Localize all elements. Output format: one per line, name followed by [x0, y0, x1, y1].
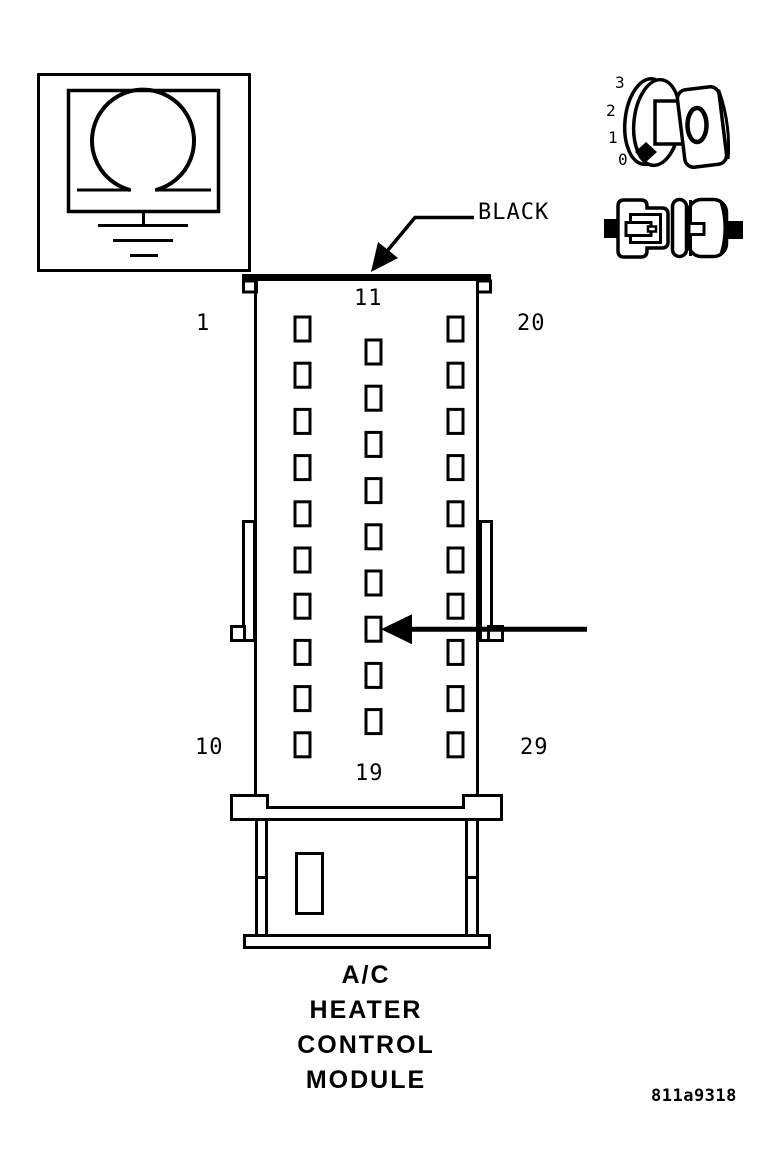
- ground-hatch-icon: [98, 224, 188, 257]
- ground-symbol: [37, 73, 251, 272]
- pin-cavity-12: [364, 384, 383, 412]
- pin-cavity-4: [293, 454, 312, 482]
- pin-cavity-29: [446, 731, 465, 759]
- pin-cavity-13: [364, 430, 383, 458]
- female-connector-rim: [719, 201, 727, 255]
- right-wire-stub: [727, 221, 743, 239]
- pointer-arrowhead-icon: [381, 614, 412, 645]
- right-mount-leg: [465, 820, 479, 935]
- figure-code: 811a9318: [651, 1086, 737, 1106]
- left-mount-leg: [255, 820, 268, 935]
- omega-loop-icon: [90, 87, 196, 192]
- connector-side-view: [604, 197, 743, 259]
- pin-cavity-19: [364, 708, 383, 736]
- pin-cavity-1: [293, 315, 312, 343]
- female-latch-slot: [687, 222, 706, 236]
- dial-position-label-1: 1: [608, 128, 618, 147]
- female-connector-rib: [670, 197, 689, 259]
- pin-cavity-8: [293, 638, 312, 666]
- connector-flange: [230, 794, 503, 821]
- left-latch-rail: [242, 520, 256, 642]
- pin-cavity-23: [446, 454, 465, 482]
- module-window: [295, 852, 324, 915]
- color-callout-leader: [371, 215, 474, 272]
- dial-position-label-2: 2: [606, 101, 616, 120]
- ac-heater-control-module-connector: [230, 274, 587, 949]
- connector-right-ear: [476, 279, 492, 294]
- pin-cavity-7: [293, 592, 312, 620]
- pin-cavity-5: [293, 500, 312, 528]
- module-base-bar: [243, 934, 491, 949]
- pin-cavity-2: [293, 361, 312, 389]
- pin-cavity-3: [293, 407, 312, 435]
- pin-cavity-16: [364, 569, 383, 597]
- pin-label-11: 11: [354, 286, 383, 311]
- pin-cavity-10: [293, 731, 312, 759]
- pin-cavity-11: [364, 338, 383, 366]
- index-dial-end-view: [622, 76, 731, 169]
- pin-label-20: 20: [517, 311, 546, 336]
- pin-label-29: 29: [520, 735, 549, 760]
- dial-index-marker-icon: [635, 142, 657, 162]
- right-latch-rail: [479, 520, 493, 642]
- pin-cavity-26: [446, 592, 465, 620]
- dial-position-label-3: 3: [615, 73, 625, 92]
- pin-cavity-27: [446, 638, 465, 666]
- pin-cavity-9: [293, 685, 312, 713]
- left-wire-stub: [604, 219, 620, 238]
- pin-cavity-6: [293, 546, 312, 574]
- highlighted-pin-pointer: [381, 614, 587, 645]
- pin-cavity-22: [446, 407, 465, 435]
- component-title-line-4: MODULE: [305, 1066, 427, 1094]
- left-latch-foot: [230, 625, 246, 642]
- dial-position-label-0: 0: [618, 150, 628, 169]
- pin-cavity-21: [446, 361, 465, 389]
- dial-oval-hole: [685, 105, 709, 145]
- component-title-line-2: HEATER: [309, 996, 423, 1024]
- component-title-line-3: CONTROL: [297, 1031, 435, 1059]
- component-title-line-1: A/C: [341, 961, 391, 989]
- pin-cavity-20: [446, 315, 465, 343]
- pin-label-19: 19: [355, 761, 384, 786]
- pin-cavity-25: [446, 546, 465, 574]
- pin-cavity-14: [364, 477, 383, 505]
- pin-label-1: 1: [196, 311, 211, 336]
- component-title: A/C HEATER CONTROL MODULE: [216, 958, 516, 1098]
- male-terminal-nib: [646, 225, 658, 233]
- pin-cavity-18: [364, 661, 383, 689]
- connector-color-label: BLACK: [478, 200, 550, 225]
- pin-cavity-15: [364, 523, 383, 551]
- pin-cavity-17: [364, 615, 383, 643]
- pin-label-10: 10: [195, 735, 224, 760]
- leader-arrowhead-icon: [371, 242, 398, 272]
- pin-cavity-grid: [293, 315, 465, 759]
- leader-line: [386, 215, 474, 252]
- pin-cavity-24: [446, 500, 465, 528]
- pin-cavity-28: [446, 685, 465, 713]
- connector-top-edge: [242, 274, 491, 281]
- connector-body-sides: [254, 280, 479, 795]
- dial-key-slab-rim: [717, 89, 731, 160]
